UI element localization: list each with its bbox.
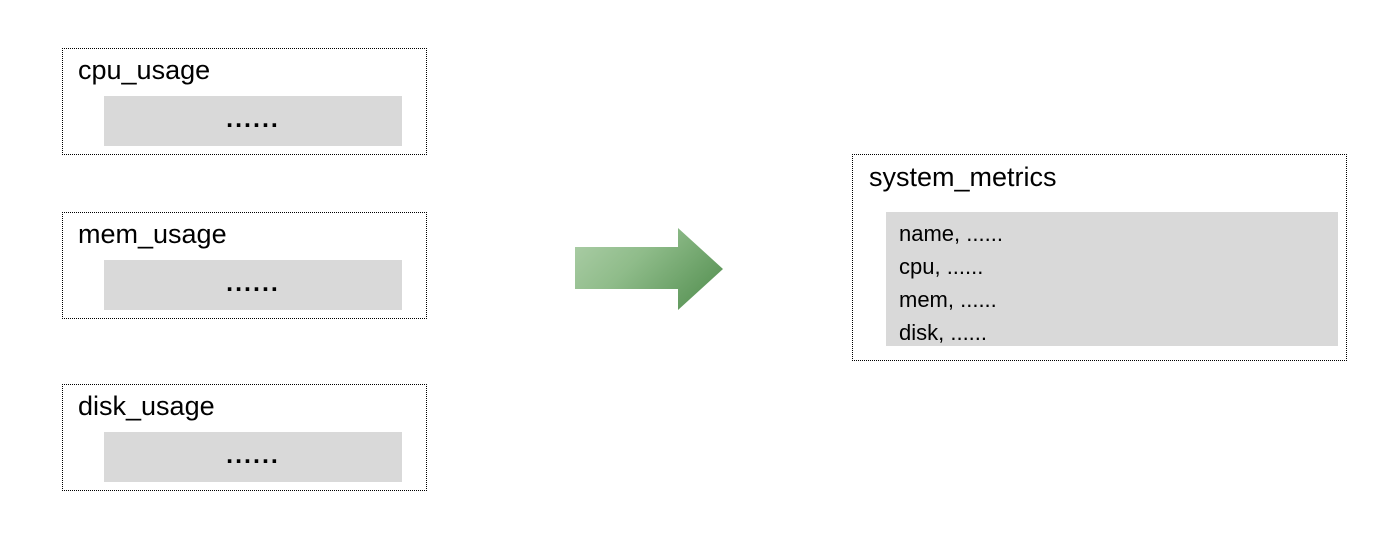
ellipsis-placeholder: ...... bbox=[226, 268, 280, 297]
result-table-system-metrics: system_metrics name, ...... cpu, ...... … bbox=[852, 154, 1347, 361]
source-table-cpu-title: cpu_usage bbox=[78, 55, 211, 85]
source-table-mem-title: mem_usage bbox=[78, 219, 227, 249]
source-table-cpu-usage: cpu_usage ...... bbox=[62, 48, 427, 155]
source-table-mem-body: ...... bbox=[104, 260, 402, 310]
result-row-cpu: cpu, ...... bbox=[899, 254, 984, 279]
result-row-disk: disk, ...... bbox=[899, 320, 988, 345]
merge-arrow-icon bbox=[575, 228, 723, 310]
result-row-name: name, ...... bbox=[899, 221, 1003, 246]
source-table-mem-usage: mem_usage ...... bbox=[62, 212, 427, 319]
ellipsis-placeholder: ...... bbox=[226, 440, 280, 469]
result-table-body: name, ...... cpu, ...... mem, ...... dis… bbox=[886, 212, 1338, 346]
source-table-cpu-body: ...... bbox=[104, 96, 402, 146]
result-row-mem: mem, ...... bbox=[899, 287, 997, 312]
source-table-disk-usage: disk_usage ...... bbox=[62, 384, 427, 491]
ellipsis-placeholder: ...... bbox=[226, 104, 280, 133]
source-table-disk-title: disk_usage bbox=[78, 391, 215, 421]
source-table-disk-body: ...... bbox=[104, 432, 402, 482]
result-table-title: system_metrics bbox=[869, 162, 1057, 192]
